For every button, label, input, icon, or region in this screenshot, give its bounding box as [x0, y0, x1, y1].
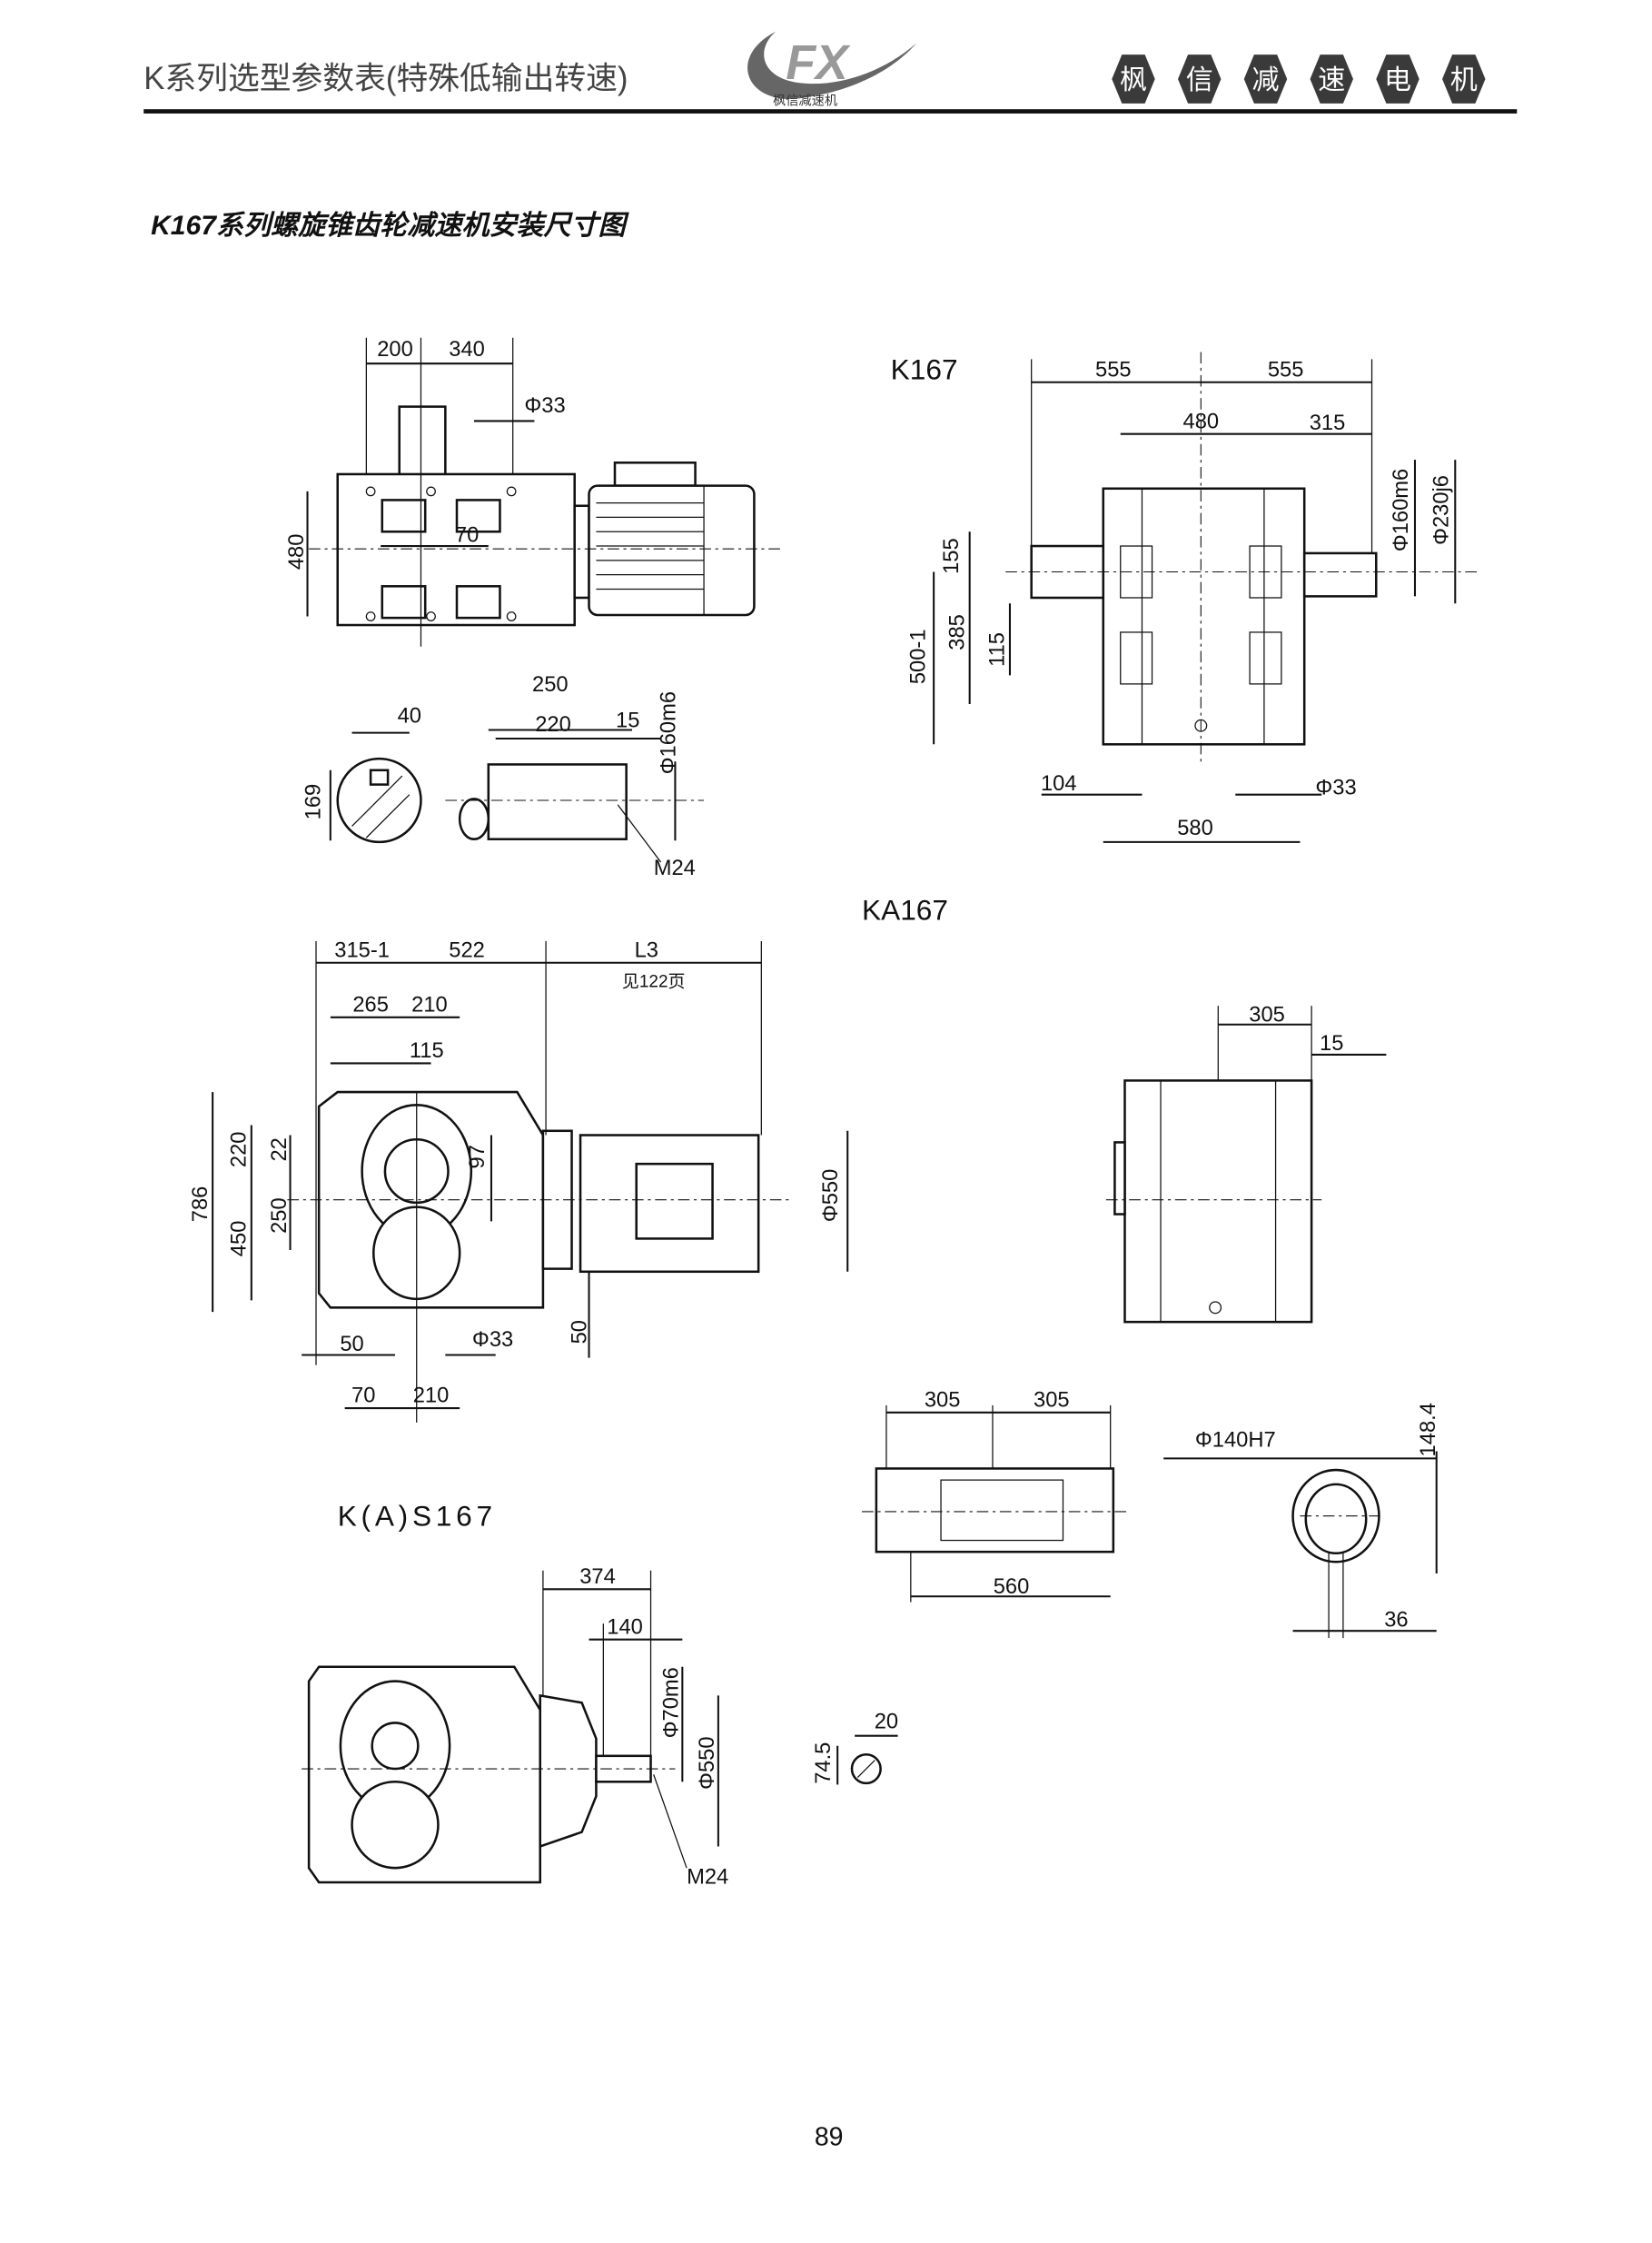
brand-badge: 速	[1318, 65, 1345, 95]
dim-phi160m6: Φ160m6	[1390, 469, 1413, 551]
dim-phi33: Φ33	[1315, 777, 1356, 800]
dim-m24: M24	[687, 1866, 728, 1890]
output-shaft-detail: 40 169 250 220 15 Φ160m6 M24	[302, 673, 705, 880]
dim-305-right: 305	[1034, 1388, 1070, 1412]
dim-l3: L3	[635, 938, 658, 962]
dim-210-bottom: 210	[413, 1385, 450, 1408]
dim-305-left: 305	[925, 1388, 961, 1412]
logo-mark: FX	[786, 35, 851, 90]
section-title: K167系列螺旋锥齿轮减速机安装尺寸图	[151, 211, 629, 241]
ka167-front-view: KA167 315-1 522 L3 见122页 265 210 115 786…	[189, 893, 948, 1423]
dim-169: 169	[302, 784, 326, 820]
hollow-shaft-bore: Φ140H7 148.4 36	[1163, 1403, 1440, 1639]
view-label-kas167: K(A)S167	[338, 1500, 497, 1533]
dim-580: 580	[1177, 817, 1213, 840]
dim-20: 20	[875, 1711, 898, 1734]
dim-148-4: 148.4	[1417, 1403, 1440, 1456]
brand-badge: 减	[1251, 65, 1279, 95]
dim-36: 36	[1384, 1608, 1408, 1632]
dim-555-right: 555	[1268, 358, 1304, 382]
dim-265: 265	[352, 994, 389, 1017]
dim-phi230j6: Φ230j6	[1429, 475, 1453, 545]
brand-badges: 枫 信 减 速 电 机	[1112, 55, 1486, 104]
brand-badge: 枫	[1120, 65, 1147, 95]
dim-70: 70	[351, 1385, 375, 1408]
dim-305: 305	[1249, 1004, 1285, 1027]
k167-top-view: 200 340 Φ33 480 70	[285, 337, 784, 647]
dim-115: 115	[410, 1039, 444, 1063]
header-title: K系列选型参数表(特殊低输出转速)	[143, 61, 628, 96]
brand-logo: FX 枫信减速机	[747, 31, 917, 108]
dim-74-5: 74.5	[812, 1742, 836, 1784]
logo-caption: 枫信减速机	[773, 93, 837, 108]
hollow-shaft-section: 305 305 560	[862, 1388, 1128, 1603]
dim-450: 450	[228, 1221, 252, 1257]
dim-phi140h7: Φ140H7	[1195, 1429, 1276, 1453]
dim-phi160m6: Φ160m6	[657, 691, 680, 774]
dim-340: 340	[449, 338, 485, 362]
dim-155: 155	[940, 538, 964, 574]
dim-385: 385	[945, 614, 969, 650]
dim-220: 220	[228, 1132, 252, 1168]
brand-badge: 机	[1450, 65, 1478, 95]
l3-note: 见122页	[622, 973, 686, 992]
dim-560: 560	[994, 1575, 1030, 1599]
dim-480: 480	[1183, 410, 1220, 433]
view-label-ka167: KA167	[862, 893, 948, 926]
dim-315-1: 315-1	[334, 938, 390, 962]
dim-200: 200	[377, 338, 413, 362]
view-label-k167: K167	[891, 353, 958, 386]
dim-786: 786	[189, 1186, 213, 1223]
dim-115: 115	[986, 632, 1010, 667]
dim-315: 315	[1310, 412, 1346, 435]
dim-15: 15	[1320, 1032, 1343, 1056]
dim-140: 140	[607, 1615, 643, 1639]
dim-m24: M24	[654, 857, 696, 880]
dim-phi33: Φ33	[524, 394, 565, 418]
dim-374: 374	[579, 1565, 616, 1589]
dim-104: 104	[1041, 772, 1077, 796]
dim-phi33: Φ33	[472, 1328, 513, 1352]
dim-500-1: 500-1	[907, 629, 931, 684]
dim-40: 40	[398, 705, 421, 729]
dim-phi70m6: Φ70m6	[660, 1667, 684, 1738]
page-header: K系列选型参数表(特殊低输出转速) FX 枫信减速机 枫 信 减 速 电 机	[143, 31, 1518, 114]
brand-badge: 电	[1384, 65, 1411, 95]
dim-70: 70	[455, 523, 479, 547]
dim-97: 97	[466, 1145, 490, 1168]
dim-220: 220	[535, 713, 571, 737]
dim-50-left: 50	[340, 1333, 363, 1356]
dim-50-bottom: 50	[568, 1320, 591, 1344]
brand-badge: 信	[1186, 65, 1213, 95]
dim-phi550: Φ550	[696, 1736, 719, 1790]
header-rule	[143, 109, 1518, 114]
dim-555-left: 555	[1095, 358, 1132, 382]
dim-480: 480	[285, 534, 309, 571]
dim-250: 250	[532, 673, 569, 697]
ka167-side-view: 305 15	[1105, 1004, 1387, 1324]
dim-522: 522	[449, 938, 485, 962]
dim-250: 250	[268, 1197, 292, 1234]
dim-22: 22	[268, 1137, 292, 1161]
dim-210-top: 210	[411, 994, 448, 1017]
dim-phi550: Φ550	[819, 1169, 843, 1223]
k167-side-view: K167 555 555 480 315 Φ160m6 Φ230j6 155 3…	[891, 352, 1480, 843]
kas167-view: K(A)S167 374 140 Φ70m6 Φ550 M24 20 74.5	[302, 1500, 898, 1890]
dim-15: 15	[616, 709, 639, 732]
page-number: 89	[815, 2122, 844, 2151]
